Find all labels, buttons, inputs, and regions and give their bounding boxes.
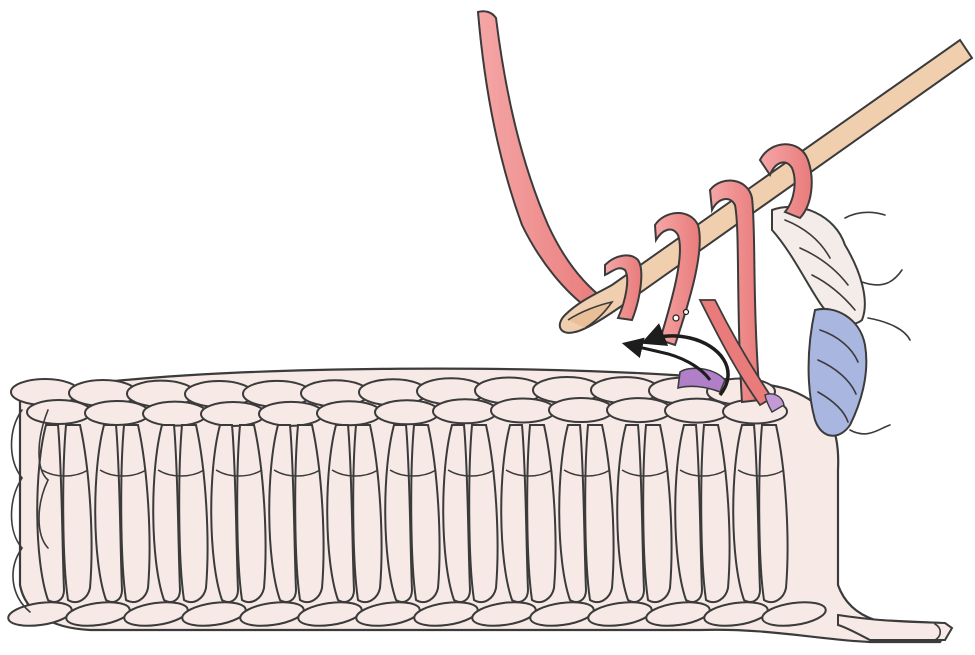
top-chain-stitch-inner: [375, 400, 439, 424]
loop-2: [655, 213, 700, 345]
post-stitch-left: [269, 425, 296, 602]
top-chain-stitch-inner: [259, 402, 323, 426]
post-stitch-left: [37, 425, 64, 602]
blue-chain-lower: [809, 309, 867, 436]
post-stitch-left: [385, 425, 412, 602]
post-stitch-left: [559, 425, 586, 602]
post-stitch-left: [95, 425, 122, 602]
yarn-strand: [478, 11, 605, 310]
post-stitch-left: [733, 425, 760, 602]
post-stitch-left: [211, 425, 238, 602]
post-stitch-left: [617, 425, 644, 602]
fabric-body: [7, 369, 952, 642]
crochet-hook: [560, 40, 972, 333]
post-stitch-left: [675, 425, 702, 602]
working-yarn: [478, 11, 605, 310]
top-chain-stitch-inner: [433, 399, 497, 423]
post-stitch-left: [153, 425, 180, 602]
post-stitch-left: [327, 425, 354, 602]
post-stitch-left: [501, 425, 528, 602]
top-chain-stitch-inner: [143, 402, 207, 426]
top-chain-stitch-inner: [201, 402, 265, 426]
top-chain-stitch-inner: [317, 401, 381, 425]
top-chain-stitch-inner: [549, 398, 613, 422]
post-stitch-left: [443, 425, 470, 602]
top-chain-stitch-inner: [491, 398, 555, 422]
hook-shaft: [560, 40, 972, 333]
